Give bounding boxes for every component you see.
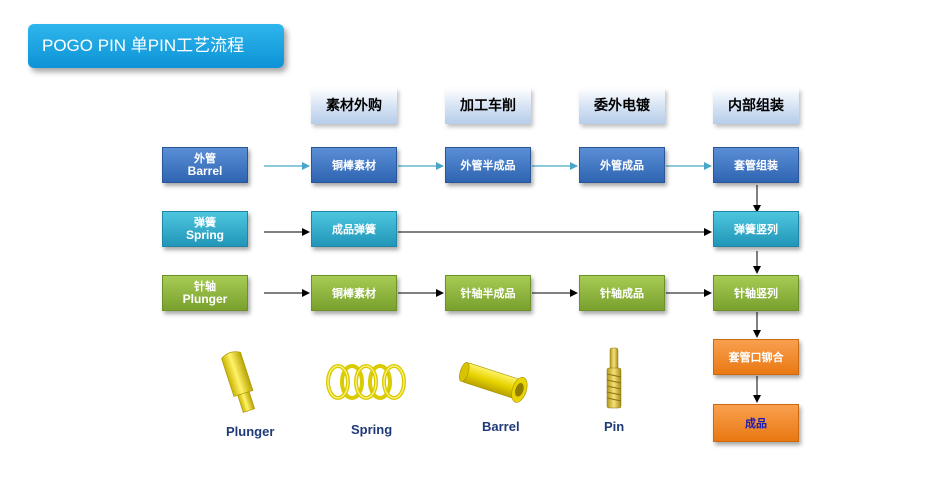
part-label-barrel: Barrel xyxy=(482,419,520,434)
plunger-step-raw: 铜棒素材 xyxy=(311,275,397,311)
header-plating: 委外电镀 xyxy=(579,88,665,124)
part-label-spring: Spring xyxy=(351,422,393,437)
source-barrel: 外管 Barrel xyxy=(162,147,248,183)
source-spring-cn: 弹簧 xyxy=(194,216,216,229)
plunger-step-semi: 针轴半成品 xyxy=(445,275,531,311)
source-barrel-en: Barrel xyxy=(187,164,223,178)
barrel-step-raw: 铜棒素材 xyxy=(311,147,397,183)
barrel-step-assembly: 套管组装 xyxy=(713,147,799,183)
source-barrel-cn: 外管 xyxy=(194,152,216,165)
crimp-step: 套管口铆合 xyxy=(713,339,799,375)
barrel-illustration xyxy=(459,362,528,403)
pin-illustration xyxy=(606,347,622,409)
source-spring-en: Spring xyxy=(186,228,224,242)
plunger-step-finished: 针轴成品 xyxy=(579,275,665,311)
spring-step-finished: 成品弹簧 xyxy=(311,211,397,247)
source-spring: 弹簧 Spring xyxy=(162,211,248,247)
source-plunger: 针轴 Plunger xyxy=(162,275,248,311)
spring-step-vertical: 弹簧竖列 xyxy=(713,211,799,247)
spring-illustration xyxy=(326,364,406,400)
plunger-illustration xyxy=(221,351,256,413)
barrel-step-semi: 外管半成品 xyxy=(445,147,531,183)
header-machining: 加工车削 xyxy=(445,88,531,124)
source-plunger-cn: 针轴 xyxy=(194,280,216,293)
source-plunger-en: Plunger xyxy=(182,292,228,306)
header-assembly: 内部组装 xyxy=(713,88,799,124)
plunger-step-vertical: 针轴竖列 xyxy=(713,275,799,311)
header-purchase: 素材外购 xyxy=(311,88,397,124)
final-product: 成品 xyxy=(713,404,799,442)
part-label-plunger: Plunger xyxy=(226,424,275,439)
part-label-pin: Pin xyxy=(604,419,625,434)
barrel-step-finished: 外管成品 xyxy=(579,147,665,183)
page-title: POGO PIN 单PIN工艺流程 xyxy=(28,24,284,68)
